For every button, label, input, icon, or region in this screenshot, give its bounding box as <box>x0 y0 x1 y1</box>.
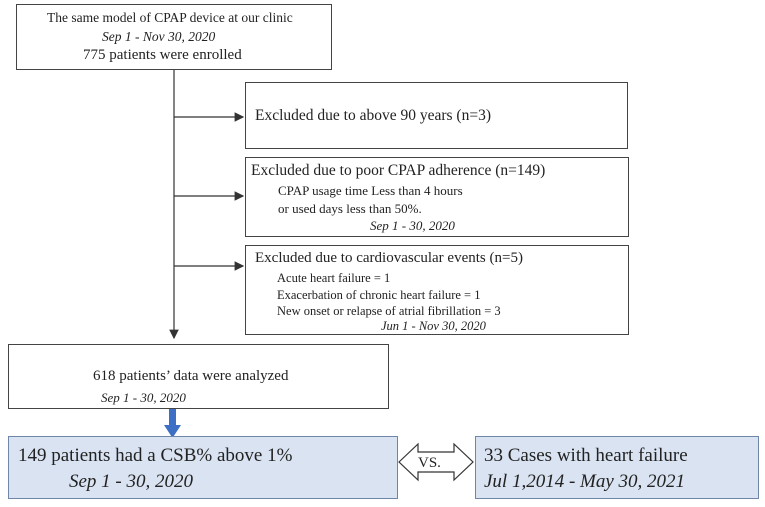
excluded-adherence-line1: CPAP usage time Less than 4 hours <box>278 183 463 198</box>
analyzed-title: 618 patients’ data were analyzed <box>93 368 289 384</box>
analyzed-period: Sep 1 - 30, 2020 <box>101 390 186 405</box>
blue-arrow-head <box>164 425 181 438</box>
csb-title: 149 patients had a CSB% above 1% <box>18 445 293 466</box>
excluded-cardio-line2: Exacerbation of chronic heart failure = … <box>277 288 481 302</box>
excluded-cardio-line3: New onset or relapse of atrial fibrillat… <box>277 304 501 318</box>
excluded-age-title: Excluded due to above 90 years (n=3) <box>255 107 491 124</box>
excluded-cardio-box: Excluded due to cardiovascular events (n… <box>245 245 629 335</box>
csb-box: 149 patients had a CSB% above 1% Sep 1 -… <box>8 436 398 499</box>
vs-double-arrow <box>398 442 474 482</box>
excluded-cardio-title: Excluded due to cardiovascular events (n… <box>255 250 523 266</box>
heart-failure-box: 33 Cases with heart failure Jul 1,2014 -… <box>475 436 759 499</box>
excluded-adherence-period: Sep 1 - 30, 2020 <box>370 218 455 233</box>
excluded-adherence-box: Excluded due to poor CPAP adherence (n=1… <box>245 157 629 237</box>
enrollment-count: 775 patients were enrolled <box>83 47 242 63</box>
excluded-cardio-period: Jun 1 - Nov 30, 2020 <box>381 319 486 333</box>
enrollment-box: The same model of CPAP device at our cli… <box>16 4 332 70</box>
excluded-cardio-line1: Acute heart failure = 1 <box>277 271 391 285</box>
enrollment-line1: The same model of CPAP device at our cli… <box>47 10 293 25</box>
blue-arrow-shaft <box>169 409 176 427</box>
vs-label: VS. <box>418 455 441 471</box>
excluded-age-box: Excluded due to above 90 years (n=3) <box>245 82 628 149</box>
enrollment-period: Sep 1 - Nov 30, 2020 <box>102 29 216 44</box>
heart-failure-period: Jul 1,2014 - May 30, 2021 <box>484 471 686 492</box>
csb-period: Sep 1 - 30, 2020 <box>69 471 194 492</box>
excluded-adherence-line2: or used days less than 50%. <box>278 201 422 216</box>
heart-failure-title: 33 Cases with heart failure <box>484 445 688 466</box>
excluded-adherence-title: Excluded due to poor CPAP adherence (n=1… <box>251 162 546 179</box>
analyzed-box: 618 patients’ data were analyzed Sep 1 -… <box>8 344 389 409</box>
